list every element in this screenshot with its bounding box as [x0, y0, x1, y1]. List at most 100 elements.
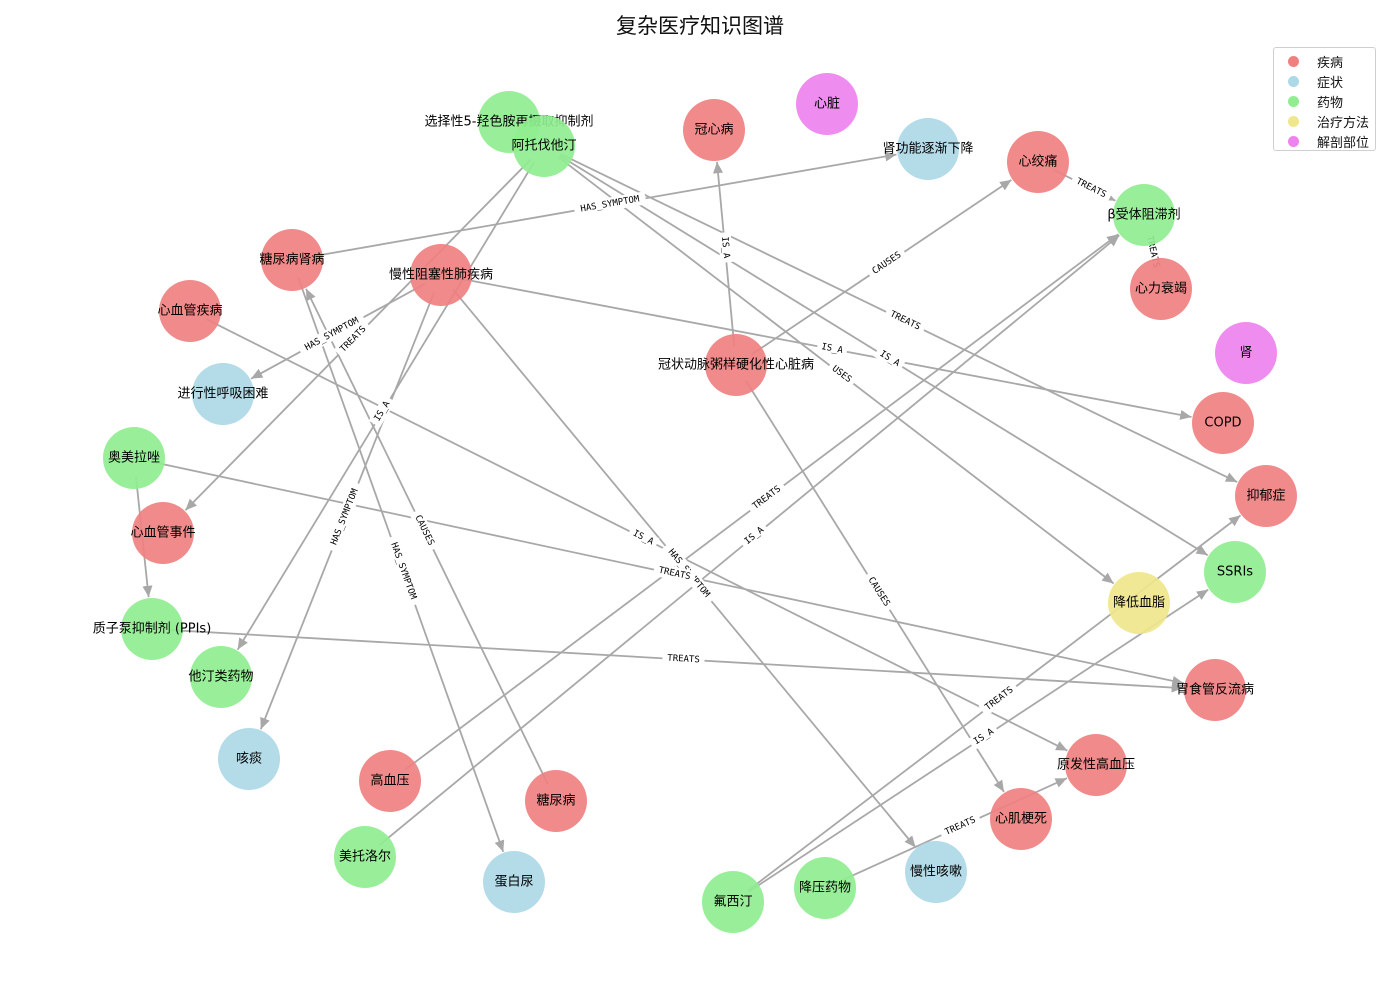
legend-dot-icon	[1288, 75, 1299, 87]
node-circle	[513, 115, 575, 177]
node-ssris[interactable]: SSRIs	[1204, 541, 1266, 603]
node-angina[interactable]: 心绞痛	[1007, 131, 1069, 193]
legend-item-symptom: 症状	[1280, 71, 1369, 91]
svg-text:IS_A: IS_A	[820, 342, 844, 356]
legend-item-anatomy: 解剖部位	[1280, 131, 1369, 151]
node-kidney[interactable]: 肾	[1215, 322, 1277, 384]
node-copd_full[interactable]: 慢性阻塞性肺疾病	[389, 244, 493, 306]
node-statins[interactable]: 他汀类药物	[188, 646, 254, 708]
node-circle	[103, 427, 165, 489]
node-label: 心脏	[814, 97, 840, 112]
edge-label: HAS_SYMPTOM	[325, 480, 364, 553]
node-label: 糖尿病肾病	[259, 252, 324, 268]
node-label: 慢性咳嗽	[910, 864, 962, 880]
legend-dot-icon	[1288, 135, 1299, 147]
node-cough[interactable]: 咳痰	[218, 728, 280, 790]
node-cvd[interactable]: 心血管疾病	[157, 280, 223, 342]
node-copd[interactable]: COPD	[1192, 392, 1254, 454]
node-htn[interactable]: 高血压	[359, 750, 421, 812]
node-diabetes[interactable]: 糖尿病	[525, 770, 587, 832]
node-label: 美托洛尔	[339, 850, 391, 865]
edge-label: CAUSES	[865, 245, 908, 281]
legend-dot-icon	[1288, 115, 1299, 127]
node-beta_blocker[interactable]: β受体阻滞剂	[1107, 184, 1181, 246]
node-label: 慢性阻塞性肺疾病	[389, 267, 493, 283]
node-circle	[1215, 322, 1277, 384]
node-circle	[905, 841, 967, 903]
node-antihypertensive[interactable]: 降压药物	[794, 857, 856, 919]
node-label: 氟西汀	[713, 895, 752, 910]
node-label: 心绞痛	[1018, 154, 1057, 170]
node-chronic_cough[interactable]: 慢性咳嗽	[905, 841, 967, 903]
node-atorvastatin[interactable]: 阿托伐他汀	[511, 115, 577, 177]
edge-label: TREATS	[978, 680, 1020, 717]
node-label: 胃食管反流病	[1176, 682, 1254, 698]
node-heart_failure[interactable]: 心力衰竭	[1130, 258, 1192, 320]
node-circle	[410, 244, 472, 306]
legend-item-drug: 药物	[1280, 91, 1369, 111]
svg-text:TREATS: TREATS	[667, 654, 700, 666]
node-circle	[525, 770, 587, 832]
node-circle	[796, 73, 858, 135]
node-lipid[interactable]: 降低血脂	[1108, 572, 1170, 634]
node-label: 心血管事件	[130, 526, 195, 541]
node-label: 奥美拉唑	[108, 450, 160, 466]
node-circle	[1065, 734, 1127, 796]
edge-label: TREATS	[746, 479, 788, 516]
node-renal_decline[interactable]: 肾功能逐渐下降	[882, 118, 974, 180]
edge-label: IS_A	[626, 525, 660, 551]
node-label: 冠心病	[694, 123, 733, 138]
node-mi[interactable]: 心肌梗死	[990, 788, 1052, 850]
legend-item-disease: 疾病	[1280, 51, 1369, 71]
node-label: 心血管疾病	[157, 304, 222, 319]
node-heart[interactable]: 心脏	[796, 73, 858, 135]
node-label: β受体阻滞剂	[1107, 208, 1180, 223]
node-ppi[interactable]: 质子泵抑制剂 (PPIs)	[93, 598, 212, 660]
node-circle	[990, 788, 1052, 850]
node-proteinuria[interactable]: 蛋白尿	[483, 851, 545, 913]
node-depression[interactable]: 抑郁症	[1235, 465, 1297, 527]
node-circle	[1204, 541, 1266, 603]
svg-text:HAS_SYMPTOM: HAS_SYMPTOM	[329, 487, 360, 547]
node-cv_event[interactable]: 心血管事件	[130, 502, 196, 564]
node-circle	[334, 826, 396, 888]
node-omeprazole[interactable]: 奥美拉唑	[103, 427, 165, 489]
node-circle	[1192, 392, 1254, 454]
node-label: 抑郁症	[1246, 489, 1285, 504]
node-circle	[1235, 465, 1297, 527]
node-dkd[interactable]: 糖尿病肾病	[259, 229, 325, 291]
legend-label: 疾病	[1317, 55, 1344, 71]
node-circle	[702, 871, 764, 933]
node-label: COPD	[1204, 416, 1241, 431]
node-label: 质子泵抑制剂 (PPIs)	[93, 622, 212, 637]
node-essential_htn[interactable]: 原发性高血压	[1057, 734, 1135, 796]
graph-title: 复杂医疗知识图谱	[616, 14, 784, 38]
edge-label: HAS_SYMPTOM	[573, 191, 647, 217]
node-chd[interactable]: 冠心病	[683, 99, 745, 161]
nodes-layer: 选择性5-羟色胺再摄取抑制剂阿托伐他汀冠心病心脏肾功能逐渐下降心绞痛β受体阻滞剂…	[93, 73, 1297, 933]
node-circle	[794, 857, 856, 919]
node-label: 冠状动脉粥样硬化性心脏病	[658, 357, 814, 373]
edge-label: IS_A	[738, 521, 770, 551]
node-circle	[359, 750, 421, 812]
node-circle	[483, 851, 545, 913]
node-circle	[683, 99, 745, 161]
legend-label: 症状	[1317, 75, 1344, 91]
node-circle	[218, 728, 280, 790]
node-circle	[1130, 258, 1192, 320]
edge-label: TREATS	[652, 562, 697, 585]
legend-dot-icon	[1288, 55, 1299, 67]
node-dyspnea[interactable]: 进行性呼吸困难	[177, 363, 269, 425]
node-label: 咳痰	[236, 751, 262, 767]
node-label: 高血压	[370, 773, 409, 789]
node-fluoxetine[interactable]: 氟西汀	[702, 871, 764, 933]
node-circle	[261, 229, 323, 291]
node-cad[interactable]: 冠状动脉粥样硬化性心脏病	[658, 334, 814, 396]
legend-label: 治疗方法	[1317, 115, 1370, 131]
edge-label: TREATS	[1069, 172, 1113, 204]
svg-text:IS_A: IS_A	[719, 236, 731, 259]
node-label: 心肌梗死	[995, 812, 1047, 827]
node-gerd[interactable]: 胃食管反流病	[1176, 659, 1254, 721]
edge-label: TREATS	[938, 811, 983, 841]
node-metoprolol[interactable]: 美托洛尔	[334, 826, 396, 888]
